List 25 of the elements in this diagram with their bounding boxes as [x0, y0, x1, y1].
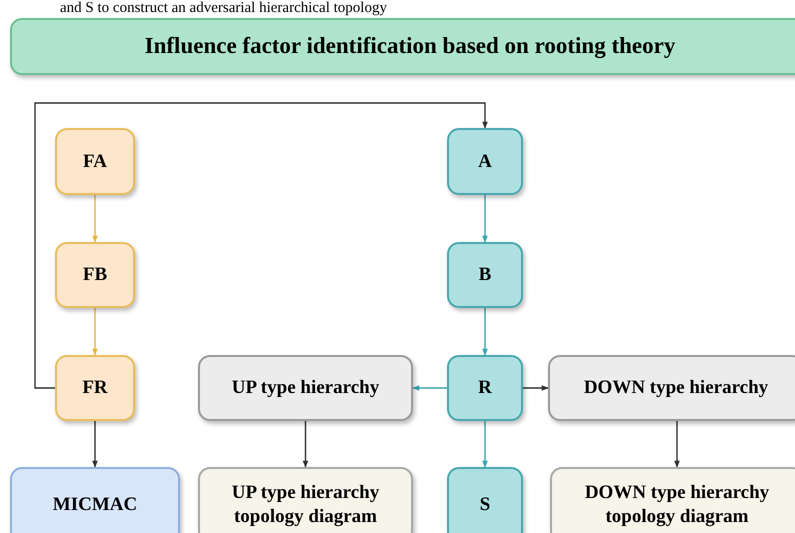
- arrow: [92, 308, 98, 356]
- arrow: [482, 421, 488, 468]
- process-box: FR: [55, 355, 135, 421]
- process-box: FA: [55, 128, 135, 195]
- arrow: [482, 308, 488, 356]
- arrow: [674, 421, 680, 468]
- process-box: B: [447, 242, 523, 308]
- arrow: [302, 421, 308, 468]
- arrow: [92, 195, 98, 243]
- process-box: FB: [55, 242, 135, 308]
- arrow: [523, 385, 549, 391]
- process-box: MICMAC: [10, 467, 180, 533]
- output-box: DOWN type hierarchy topology diagram: [550, 467, 795, 533]
- arrow: [34, 102, 488, 389]
- process-box: DOWN type hierarchy: [548, 355, 795, 421]
- process-box: S: [447, 467, 523, 533]
- title-box: Influence factor identification based on rooting theory: [10, 18, 795, 75]
- output-box: UP type hierarchy topology diagram: [198, 467, 413, 533]
- process-box: UP type hierarchy: [198, 355, 413, 421]
- arrow: [482, 195, 488, 243]
- arrow: [412, 385, 447, 391]
- caption-text: and S to construct an adversarial hierarchical topology: [60, 0, 387, 16]
- process-box: A: [447, 128, 523, 195]
- process-box: R: [447, 355, 523, 421]
- arrow: [92, 421, 98, 468]
